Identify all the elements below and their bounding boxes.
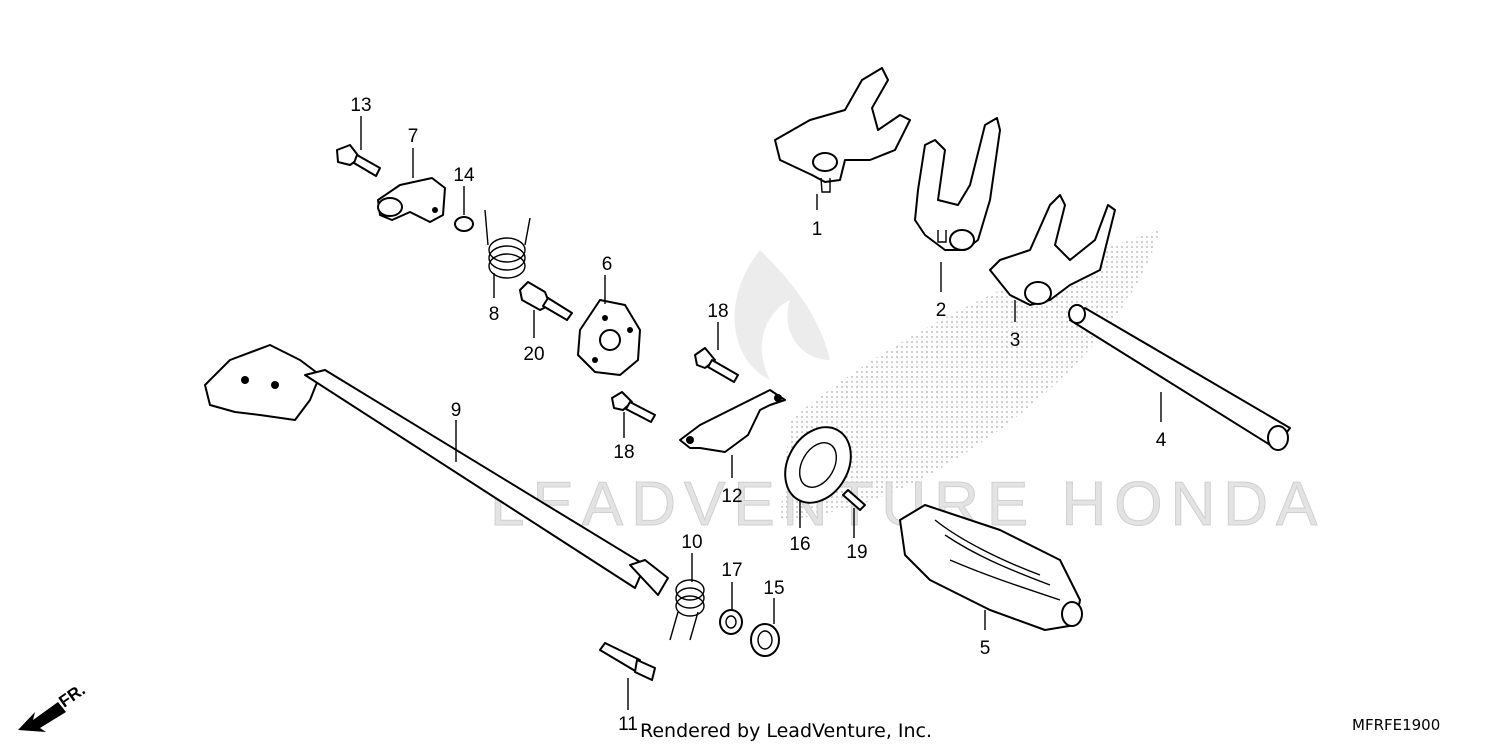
callout-18b: 18 — [613, 442, 634, 463]
callout-15: 15 — [763, 578, 784, 599]
callout-9: 9 — [451, 400, 462, 421]
callout-6: 6 — [602, 254, 613, 275]
diagram-code: MFRFE1900 — [1352, 716, 1441, 734]
callout-18a: 18 — [707, 301, 728, 322]
bracket-part-12[interactable] — [679, 389, 786, 453]
callout-14: 14 — [453, 165, 475, 186]
bolt-part-13[interactable] — [336, 144, 381, 177]
drum-center-part-6[interactable] — [577, 299, 641, 376]
dowel-pin-part-19[interactable] — [842, 489, 866, 511]
circlip-part-17[interactable] — [719, 609, 743, 635]
callout-4: 4 — [1156, 430, 1167, 451]
callout-8: 8 — [489, 304, 500, 325]
spring-part-8[interactable] — [484, 209, 531, 279]
bolt-part-11[interactable] — [599, 642, 656, 681]
callout-17: 17 — [721, 560, 742, 581]
bearing-part-16[interactable] — [772, 415, 864, 514]
callout-19: 19 — [846, 542, 867, 563]
callout-11: 11 — [618, 714, 638, 735]
washer-part-15[interactable] — [750, 623, 780, 657]
callout-1: 1 — [812, 219, 823, 240]
callout-5: 5 — [980, 638, 991, 659]
shift-fork-part-2[interactable] — [914, 117, 1001, 251]
leader-lines — [360, 116, 1162, 710]
callout-10: 10 — [681, 532, 702, 553]
bolt-part-18b[interactable] — [611, 391, 656, 423]
shift-fork-part-3[interactable] — [989, 194, 1116, 306]
shift-drum-part-5[interactable] — [899, 504, 1083, 631]
callout-16: 16 — [789, 534, 810, 555]
callout-2: 2 — [936, 300, 947, 321]
callout-13: 13 — [350, 95, 371, 116]
callout-7: 7 — [408, 126, 419, 147]
bolt-part-20[interactable] — [519, 281, 573, 321]
watermark-text: LEADVENTURE HONDA — [490, 470, 1325, 539]
shift-fork-part-1[interactable] — [774, 67, 911, 193]
return-spring-part-10[interactable] — [669, 579, 705, 641]
washer-part-14[interactable] — [454, 216, 474, 232]
gearshift-spindle-part-9[interactable] — [204, 344, 669, 596]
fork-shaft-part-4[interactable] — [1068, 304, 1291, 451]
render-credit: Rendered by LeadVenture, Inc. — [640, 720, 933, 742]
front-direction-arrow: FR. — [18, 680, 89, 732]
callout-12: 12 — [721, 486, 742, 507]
callout-20: 20 — [523, 344, 544, 365]
watermark: LEADVENTURE HONDA — [490, 230, 1325, 540]
callouts: 1 2 3 4 5 6 7 8 9 10 11 12 13 14 15 16 1… — [350, 95, 1166, 735]
bolt-part-18a[interactable] — [694, 347, 739, 383]
stopper-arm-part-7[interactable] — [377, 177, 446, 223]
callout-3: 3 — [1010, 330, 1021, 351]
